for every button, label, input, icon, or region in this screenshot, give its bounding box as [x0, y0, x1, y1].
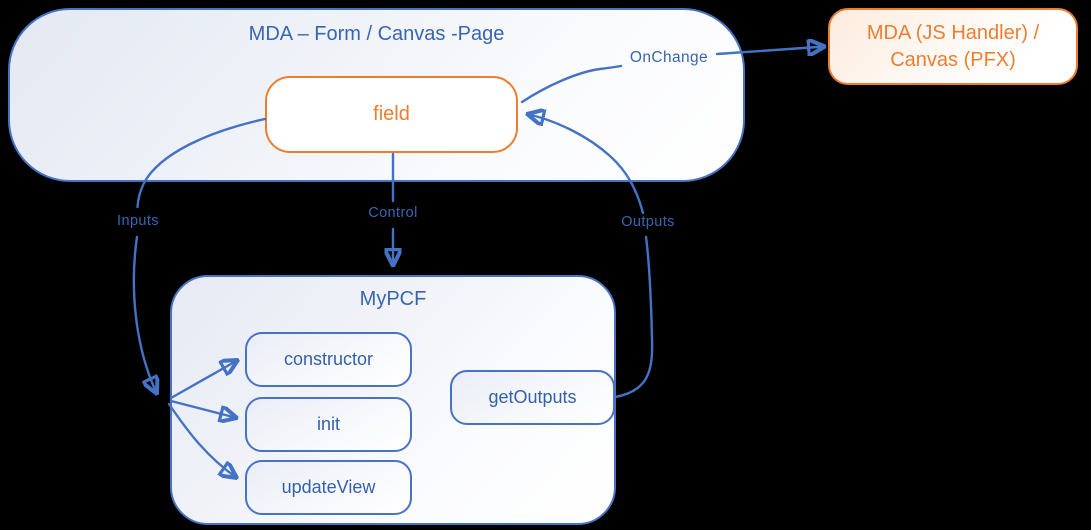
outputs-edge-label: Outputs: [621, 214, 675, 230]
mypcf-title: MyPCF: [359, 288, 427, 310]
outputs-edge-lower: [613, 235, 654, 399]
getoutputs-node: getOutputs: [450, 370, 615, 425]
inputs-edge-label: Inputs: [117, 213, 159, 229]
field-node: field: [265, 76, 518, 153]
getoutputs-label: getOutputs: [488, 387, 577, 407]
control-edge-label: Control: [368, 205, 418, 221]
constructor-node: constructor: [245, 332, 412, 387]
inputs-edge-lower: [132, 235, 157, 394]
field-label: field: [373, 103, 410, 125]
constructor-label: constructor: [283, 349, 374, 369]
updateview-label: updateView: [281, 477, 376, 497]
js-handler-label-line2: Canvas (PFX): [890, 48, 1016, 71]
init-node: init: [245, 397, 412, 452]
js-handler-label-line1: MDA (JS Handler) /: [866, 21, 1040, 44]
updateview-node: updateView: [245, 460, 412, 515]
init-label: init: [316, 414, 340, 434]
js-handler-node: MDA (JS Handler) / Canvas (PFX): [828, 8, 1078, 85]
onchange-edge-label: OnChange: [629, 49, 709, 66]
form-canvas-page-title: MDA – Form / Canvas -Page: [248, 23, 505, 45]
